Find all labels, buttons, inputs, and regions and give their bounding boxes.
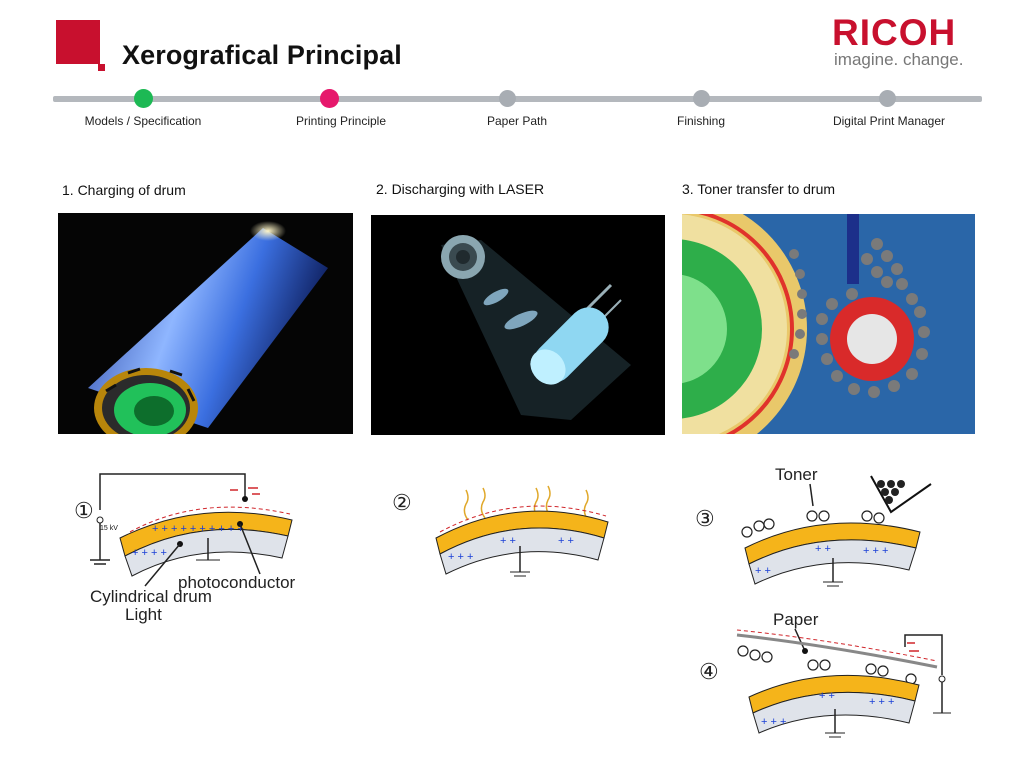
charging-drum-image [58, 213, 353, 434]
page-title: Xerografical Principal [122, 40, 402, 70]
voltage-label: 15 kV [100, 525, 118, 532]
svg-text:+ + +: + + + [761, 716, 786, 728]
logo-square [56, 20, 100, 64]
toner-label: Toner [775, 465, 818, 484]
paper-label: Paper [773, 610, 819, 629]
step-label-models[interactable]: Models / Specification [84, 114, 202, 128]
step-number-2: ② [392, 490, 412, 515]
svg-text:+ +: + + [558, 535, 574, 547]
step-label-finishing[interactable]: Finishing [676, 114, 726, 128]
brand-logo: RICOH [832, 12, 957, 53]
logo-corner-square [98, 64, 105, 71]
step-label-digital-print-manager[interactable]: Digital Print Manager [832, 114, 946, 128]
step-number-3: ③ [695, 506, 715, 531]
discharging-diagram: + + + + + + + ② [388, 482, 618, 582]
step-number-1: ① [74, 498, 94, 523]
svg-text:+ + +: + + + [869, 696, 894, 708]
laser-discharge-image [371, 215, 665, 435]
brand-tagline: imagine. change. [834, 50, 964, 69]
step-label-printing-principle[interactable]: Printing Principle [295, 114, 387, 128]
svg-text:+ +: + + [755, 565, 771, 577]
svg-text:+ + +: + + + [448, 551, 473, 563]
photoconductor-label: photoconductor [178, 573, 296, 592]
step-dot-models[interactable] [134, 89, 153, 108]
paper-transfer-diagram: Paper + + + + + + + + ④ [697, 605, 967, 750]
svg-text:+ +: + + [500, 535, 516, 547]
caption-toner-transfer: 3. Toner transfer to drum [682, 181, 836, 197]
step-dot-finishing[interactable] [693, 90, 710, 107]
toner-diagram: Toner + + + + + + + ③ [695, 462, 935, 592]
step-label-paper-path[interactable]: Paper Path [486, 114, 548, 128]
toner-transfer-image [682, 214, 975, 434]
svg-text:+ +: + + [819, 690, 835, 702]
progress-track [53, 96, 982, 102]
step-dot-digital-print-manager[interactable] [879, 90, 896, 107]
svg-text:+ +: + + [815, 543, 831, 555]
step-number-4: ④ [699, 659, 719, 684]
cylindrical-drum-label: Cylindrical drum [90, 587, 212, 606]
svg-text:+ + + + + + + + + +: + + + + + + + + + + [152, 523, 244, 535]
caption-charging: 1. Charging of drum [62, 182, 186, 198]
svg-text:+ + +: + + + [863, 545, 888, 557]
charging-diagram: 15 kV + + + + + + + + + + + + + + photoc… [70, 468, 340, 628]
step-dot-paper-path[interactable] [499, 90, 516, 107]
svg-text:+ + + +: + + + + [132, 547, 167, 559]
step-dot-printing-principle[interactable] [320, 89, 339, 108]
light-label: Light [125, 605, 162, 624]
caption-discharging: 2. Discharging with LASER [376, 181, 545, 197]
